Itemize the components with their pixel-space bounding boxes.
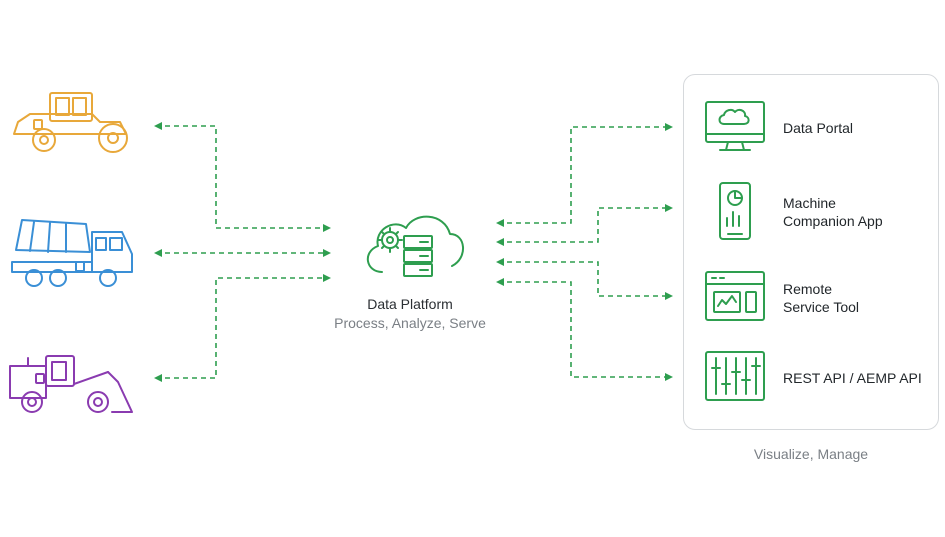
sliders-api-icon: [705, 351, 765, 401]
right-connectors: [496, 123, 673, 381]
connector-companion-app: [496, 204, 673, 246]
tool-label-line: Machine: [783, 195, 836, 211]
tool-label-line: REST API / AEMP API: [783, 370, 922, 386]
mobile-app-icon: [719, 182, 751, 240]
data-platform-title: Data Platform: [367, 296, 453, 312]
connector-rest-api: [496, 278, 673, 381]
wheel-loader-icon: [9, 355, 133, 413]
left-connectors: [154, 122, 331, 382]
tool-label-line: Data Portal: [783, 120, 854, 136]
connector-roller: [154, 122, 331, 232]
road-roller-icon: [13, 92, 128, 153]
panel-caption: Visualize, Manage: [753, 446, 869, 462]
data-platform-subtitle: Process, Analyze, Serve: [334, 315, 486, 331]
connector-service-tool: [496, 258, 673, 300]
concrete-mixer-truck-icon: [11, 219, 133, 287]
tool-label-line: Service Tool: [783, 299, 860, 315]
tool-label-companion-app: Machine Companion App: [783, 194, 883, 230]
tools-panel: [683, 74, 939, 430]
monitor-cloud-icon: [705, 101, 765, 151]
service-tool-window-icon: [705, 271, 765, 321]
connector-loader: [154, 274, 331, 382]
tool-label-data-portal: Data Portal: [783, 119, 853, 137]
tool-label-service-tool: Remote Service Tool: [783, 280, 859, 316]
tool-label-line: Companion App: [783, 213, 883, 229]
tool-label-rest-api: REST API / AEMP API: [783, 369, 922, 387]
tool-label-line: Remote: [783, 281, 833, 297]
data-platform-icon: [367, 215, 464, 277]
